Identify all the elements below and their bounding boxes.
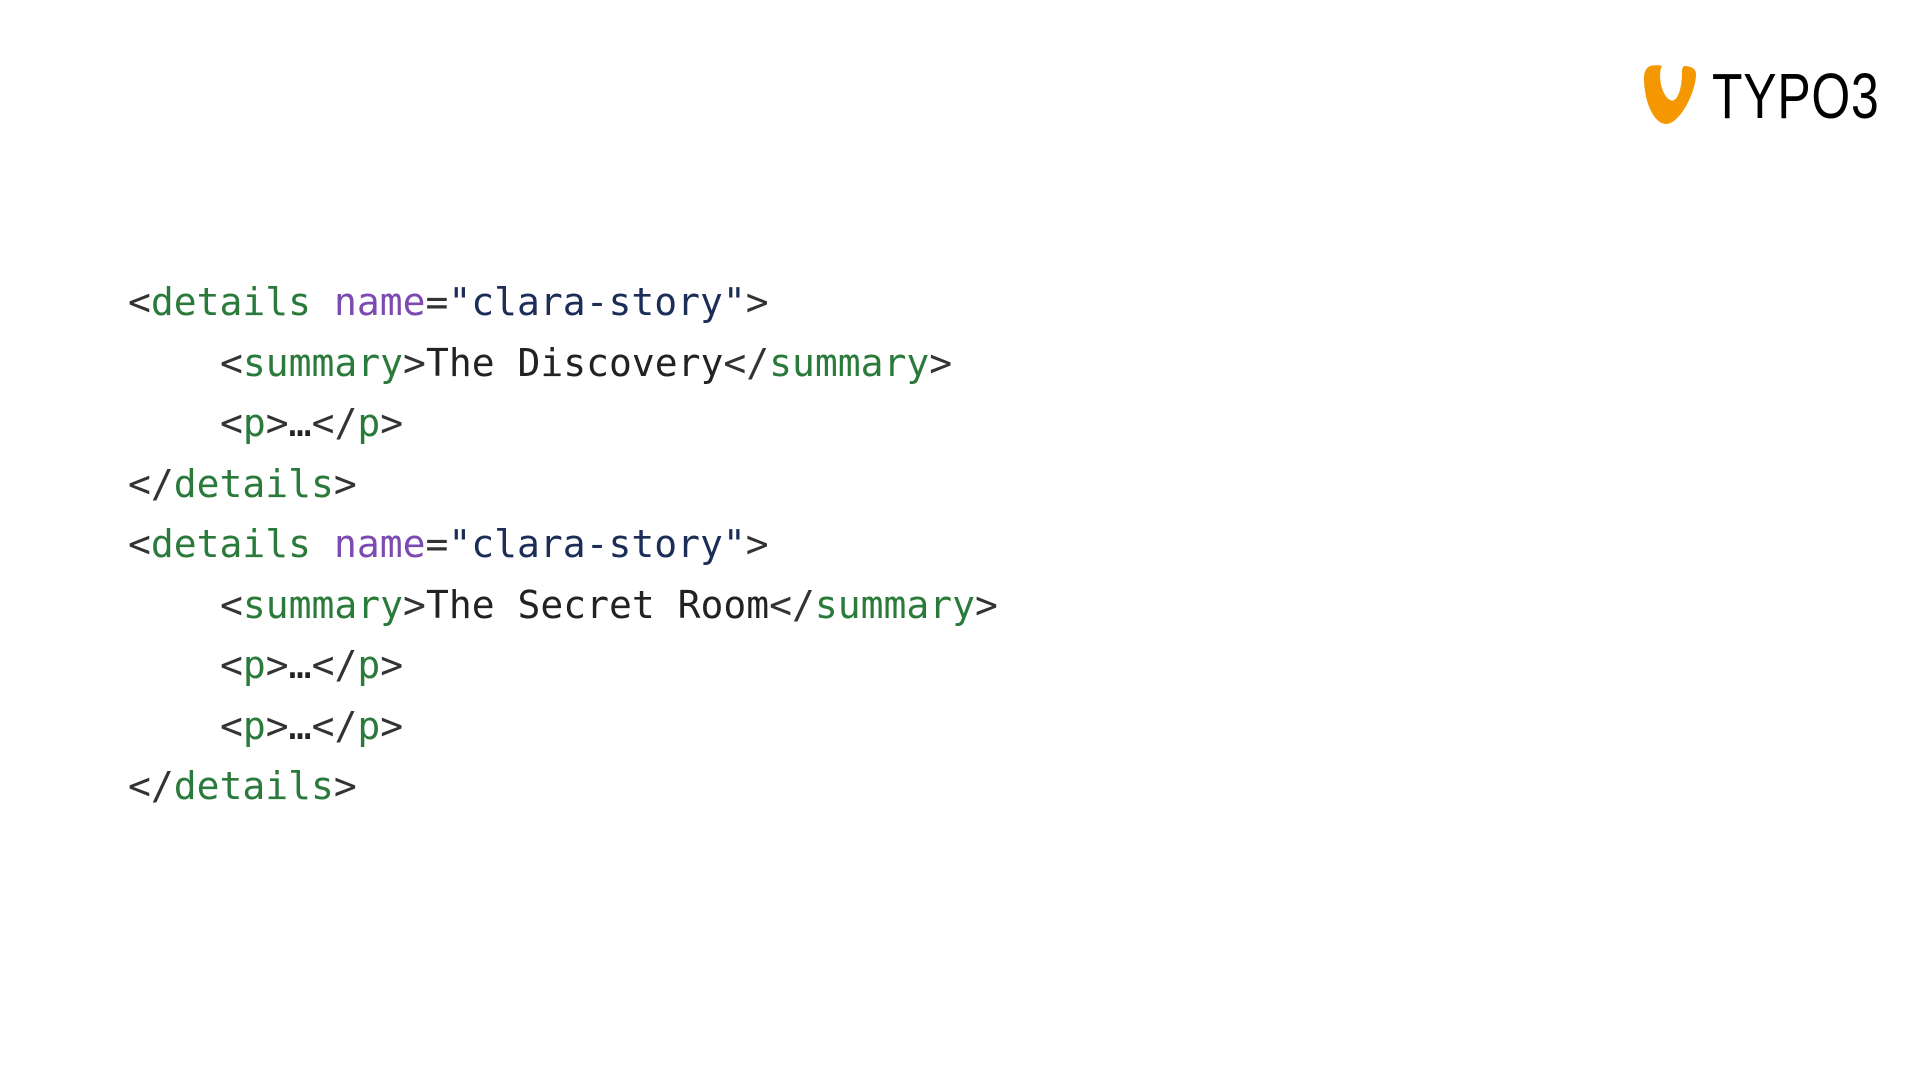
code-line-4: </details> bbox=[128, 461, 357, 506]
attribute-name: name bbox=[333, 522, 426, 566]
tag-name: p bbox=[242, 643, 266, 687]
code-line-5: <details name="clara-story"> bbox=[128, 522, 769, 566]
code-line-3: <p>…</p> bbox=[220, 401, 404, 445]
typo3-wordmark: TYPO3 bbox=[1712, 60, 1880, 132]
ellipsis-text: … bbox=[288, 703, 312, 748]
tag-name: summary bbox=[242, 582, 404, 627]
attribute-value: "clara-story" bbox=[448, 522, 746, 566]
typo3-logo: TYPO3 bbox=[1640, 64, 1920, 128]
tag-name: details bbox=[150, 522, 312, 566]
tag-name: details bbox=[150, 280, 312, 324]
tag-name: summary bbox=[814, 582, 976, 627]
tag-name: summary bbox=[769, 340, 930, 385]
ellipsis-text: … bbox=[288, 643, 312, 687]
tag-name: p bbox=[357, 643, 381, 687]
tag-name: summary bbox=[242, 340, 404, 385]
code-block: <details name="clara-story"> <summary>Th… bbox=[128, 272, 998, 817]
typo3-icon bbox=[1644, 65, 1696, 124]
summary-text: The Secret Room bbox=[425, 582, 770, 627]
attribute-name: name bbox=[333, 280, 426, 324]
attribute-value: "clara-story" bbox=[448, 280, 746, 324]
summary-text: The Discovery bbox=[425, 340, 724, 385]
tag-name: p bbox=[242, 401, 266, 445]
tag-name: details bbox=[173, 764, 334, 808]
tag-name: p bbox=[357, 703, 381, 748]
code-line-7: <p>…</p> bbox=[220, 643, 404, 687]
tag-name: details bbox=[173, 461, 334, 506]
ellipsis-text: … bbox=[288, 401, 312, 445]
code-line-6: <summary>The Secret Room</summary> bbox=[220, 582, 998, 627]
tag-name: p bbox=[357, 401, 381, 445]
code-line-2: <summary>The Discovery</summary> bbox=[220, 340, 953, 385]
code-line-9: </details> bbox=[128, 764, 357, 808]
code-line-8: <p>…</p> bbox=[220, 703, 404, 748]
tag-name: p bbox=[242, 703, 266, 748]
code-line-1: <details name="clara-story"> bbox=[128, 280, 769, 324]
